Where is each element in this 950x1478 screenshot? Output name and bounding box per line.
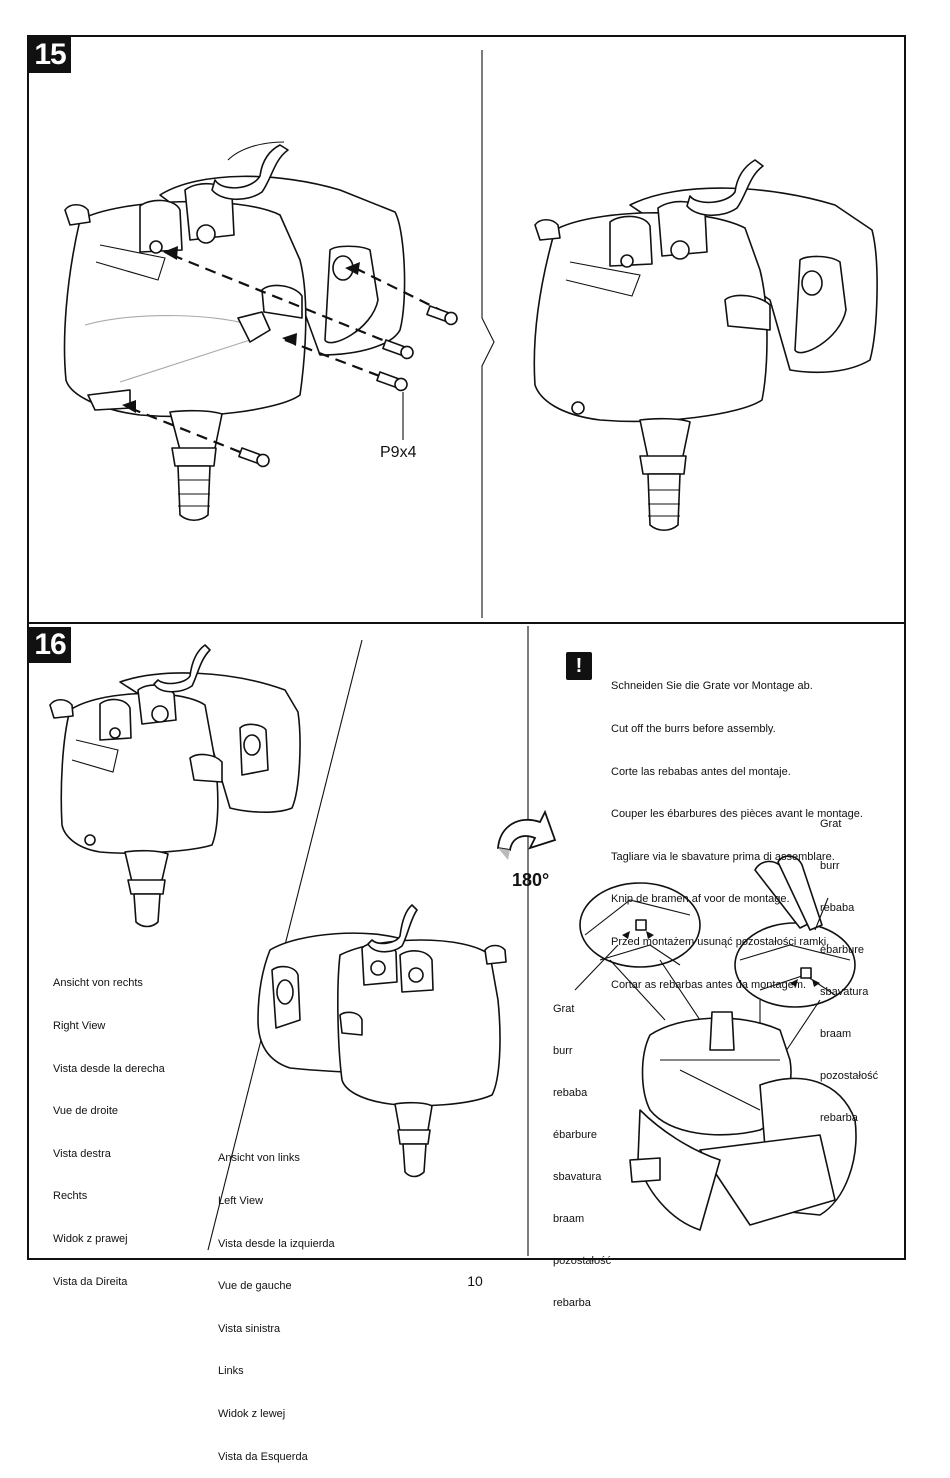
right-view-label: Ansicht von rechts Right View Vista desd… [53,948,165,1303]
warning-line: Knip de bramen af voor de montage. [611,893,790,906]
left-view-label: Ansicht von links Left View Vista desde … [218,1123,335,1478]
burr-label-line: burr [553,1045,573,1057]
warning-line: Corte las rebabas antes del montaje. [611,765,791,778]
burr-label-line: rebarba [820,1112,858,1124]
burr-label-line: sbavatura [820,986,869,998]
page-number: 10 [467,1273,483,1289]
right-view-line: Widok z prawej [53,1233,128,1246]
burr-label-line: pozostałość [820,1070,879,1082]
right-view-line: Vista da Direita [53,1275,128,1288]
motor-right-view [49,644,301,928]
warning-line: Cortar as rebarbas antes da montagem. [611,978,807,991]
right-view-line: Vista destra [53,1147,111,1160]
warning-line: Przed montażem usunąć pozostałości ramki… [611,936,830,949]
screw-code-label: P9x4 [380,444,417,461]
motor-left-view [257,904,507,1178]
burr-label-left: Grat burr rebaba ébarbure sbavatura braa… [553,974,611,1324]
right-view-line: Vue de droite [53,1105,119,1118]
rotation-arrow-icon [497,809,557,860]
left-view-line: Vue de gauche [218,1280,292,1293]
left-view-line: Vista da Esquerda [218,1450,308,1463]
warning-text: Schneiden Sie die Grate vor Montage ab. … [611,651,863,1006]
burr-detail-illustration [574,855,857,1231]
right-view-line: Right View [53,1020,106,1033]
motor-exploded-view [63,141,406,522]
motor-assembled-view [533,159,878,532]
screws [238,305,458,468]
burr-label-line: ébarbure [820,944,865,956]
burr-label-line: rebaba [553,1087,588,1099]
rotation-label: 180° [512,870,550,890]
warning-line: Schneiden Sie die Grate vor Montage ab. [611,680,813,693]
assembly-illustrations [49,50,878,1256]
burr-label-line: braam [553,1213,585,1225]
left-view-line: Widok z lewej [218,1408,286,1421]
burr-label-line: rebarba [553,1297,591,1309]
left-view-line: Vista desde la izquierda [218,1237,335,1250]
right-view-line: Rechts [53,1190,88,1203]
burr-label-line: Grat [553,1003,575,1015]
step-16-badge: 16 [29,627,71,663]
left-view-line: Vista sinistra [218,1322,281,1335]
burr-label-line: braam [820,1028,852,1040]
left-view-line: Left View [218,1195,264,1208]
burr-label-line: burr [820,860,840,872]
burr-label-right: Grat burr rebaba ébarbure sbavatura braa… [820,789,878,1139]
burr-label-line: pozostałość [553,1255,612,1267]
left-view-line: Ansicht von links [218,1152,300,1165]
burr-label-line: ébarbure [553,1129,598,1141]
warning-line: Couper les ébarbures des pièces avant le… [611,808,863,821]
step-divider [27,622,906,624]
step-15-divider [481,50,495,618]
burr-label-line: sbavatura [553,1171,602,1183]
warning-line: Tagliare via le sbavature prima di assem… [611,850,835,863]
warning-icon: ! [566,652,592,680]
left-view-line: Links [218,1365,244,1378]
burr-label-line: rebaba [820,902,855,914]
right-view-line: Ansicht von rechts [53,977,143,990]
step-15-badge: 15 [29,37,71,73]
burr-label-line: Grat [820,818,842,830]
page-frame [27,35,906,1260]
right-view-line: Vista desde la derecha [53,1062,165,1075]
warning-line: Cut off the burrs before assembly. [611,723,776,736]
